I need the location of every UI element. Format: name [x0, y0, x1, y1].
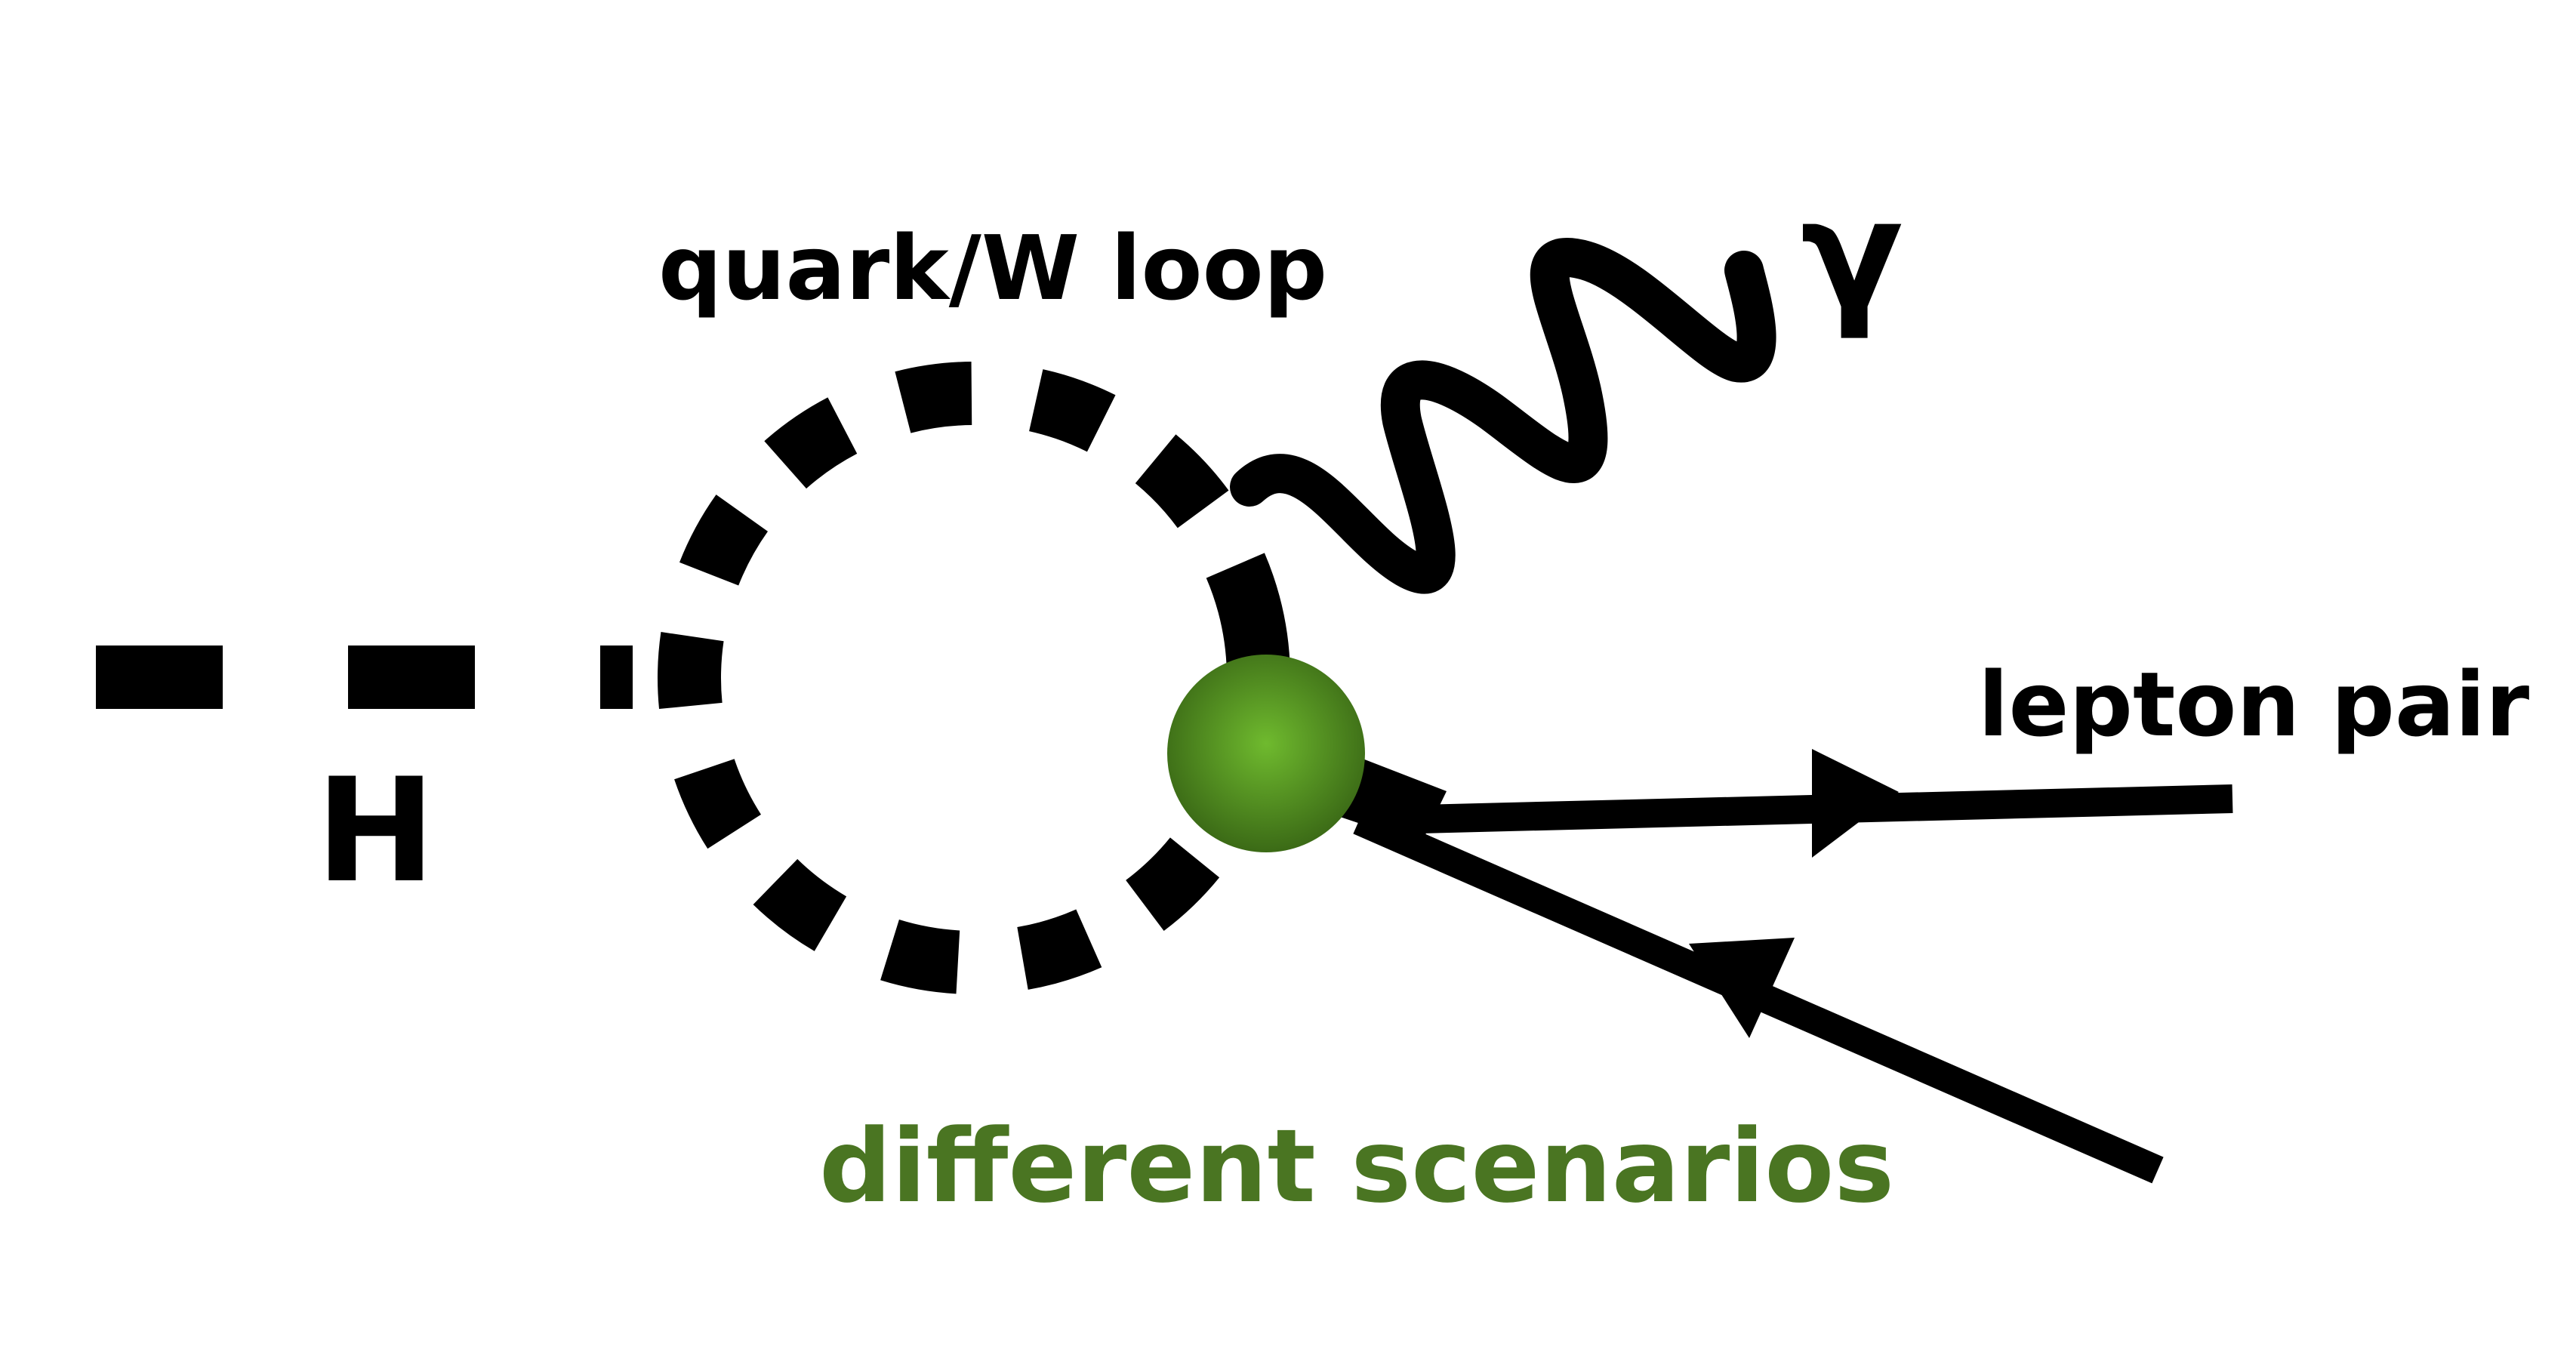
effective-vertex-blob — [1167, 655, 1365, 852]
higgs-propagator — [96, 645, 633, 709]
photon-label: γ — [1801, 167, 1903, 343]
higgs-dash-3 — [600, 645, 633, 709]
quark-w-loop — [658, 362, 1290, 994]
loop-label: quark/W loop — [658, 216, 1327, 320]
lepton-junction — [1340, 759, 1447, 844]
higgs-label: H — [316, 747, 436, 914]
lepton-arrow-outgoing — [1812, 749, 1899, 858]
lepton-line-outgoing — [1358, 784, 2233, 835]
photon-wavy-line — [1230, 238, 1776, 594]
lepton-lines — [1340, 749, 2233, 1184]
scenarios-label: different scenarios — [819, 1108, 1894, 1225]
higgs-dash-2 — [348, 645, 475, 709]
lepton-arrow-incoming — [1689, 938, 1795, 1038]
higgs-dash-1 — [96, 645, 223, 709]
lepton-pair-label: lepton pair — [1978, 652, 2529, 756]
